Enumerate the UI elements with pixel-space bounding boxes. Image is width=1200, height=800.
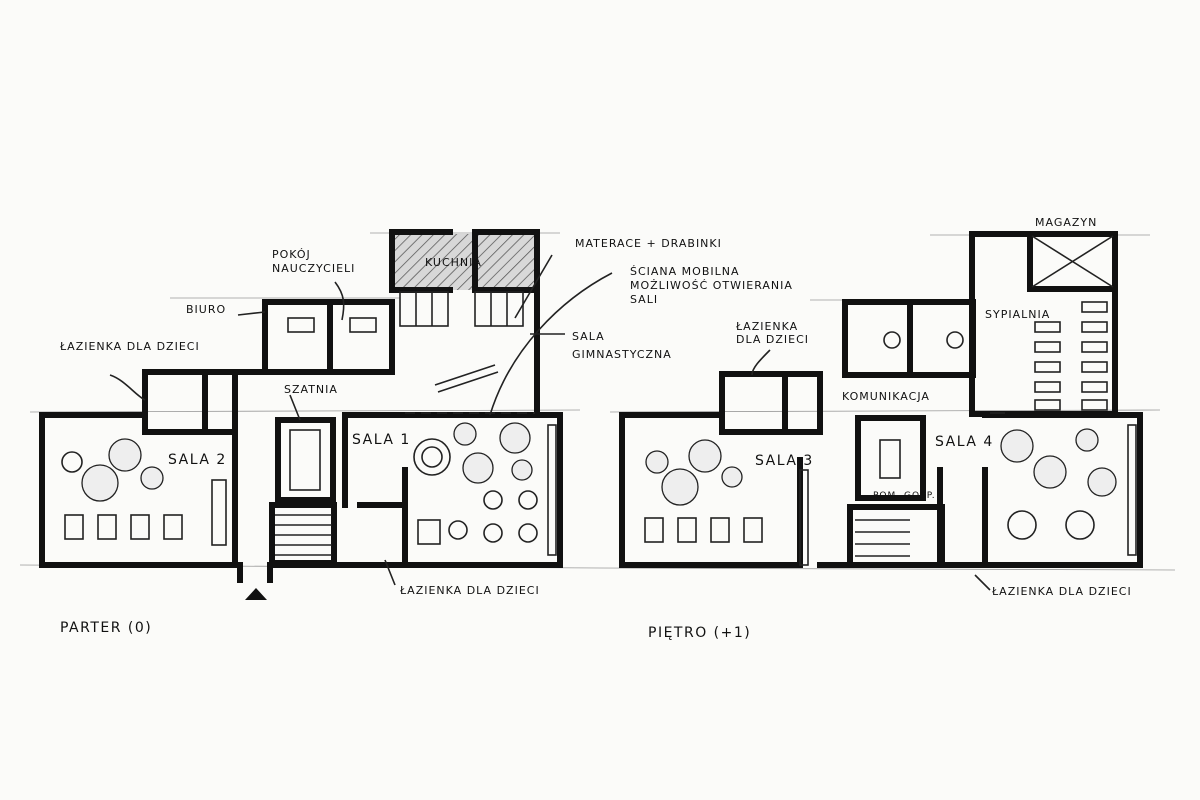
label-room2: SALA 2 — [168, 452, 227, 468]
label-cloakroom: SZATNIA — [284, 383, 338, 396]
furniture-sala2 — [61, 438, 183, 540]
label-room4: SALA 4 — [935, 434, 994, 450]
label-mobile-wall-2: MOŻLIWOŚĆ OTWIERANIA — [630, 279, 793, 292]
label-mobile-wall-3: SALI — [630, 293, 658, 306]
beds — [1034, 301, 1108, 411]
label-children-bathroom-bottom: ŁAZIENKA DLA DZIECI — [399, 584, 540, 597]
entrance-marker — [245, 588, 267, 600]
labels-first-floor: MAGAZYN SYPIALNIA ŁAZIENKA DLA DZIECI KO… — [648, 216, 1132, 641]
label-room1: SALA 1 — [352, 432, 411, 448]
furniture-sala1 — [413, 422, 538, 545]
ground-floor-title: PARTER (0) — [60, 620, 152, 636]
label-mobile-wall-1: ŚCIANA MOBILNA — [630, 265, 740, 278]
guide-lines — [19, 232, 1176, 571]
label-children-bathroom-top-1: ŁAZIENKA — [735, 320, 798, 333]
first-floor-plan — [619, 231, 1143, 591]
label-gym-2: GIMNASTYCZNA — [572, 348, 672, 361]
label-teachers-room-1: POKÓJ — [272, 248, 311, 261]
label-children-bathroom-top: ŁAZIENKA DLA DZIECI — [59, 340, 200, 353]
stairs — [275, 514, 332, 556]
label-children-bathroom-top-2: DLA DZIECI — [736, 333, 809, 346]
label-mats: MATERACE + DRABINKI — [575, 237, 722, 250]
furniture-sala3 — [644, 439, 763, 543]
label-storage: MAGAZYN — [1035, 216, 1097, 229]
furniture-sala4 — [1000, 428, 1117, 540]
label-room3: SALA 3 — [755, 453, 814, 469]
kitchen-hatch — [392, 234, 536, 290]
label-utility: POM. GOSP. — [873, 491, 936, 501]
label-children-bathroom-bottom: ŁAZIENKA DLA DZIECI — [991, 585, 1132, 598]
label-office: BIURO — [186, 303, 226, 316]
label-bedroom: SYPIALNIA — [985, 308, 1050, 321]
ground-floor-plan — [39, 229, 613, 600]
label-circulation: KOMUNIKACJA — [842, 390, 930, 403]
label-gym-1: SALA — [572, 330, 605, 343]
labels-ground-floor: POKÓJ NAUCZYCIELI BIURO ŁAZIENKA DLA DZI… — [59, 237, 793, 636]
label-kitchen: KUCHNIA — [425, 256, 482, 269]
label-teachers-room-2: NAUCZYCIELI — [272, 262, 355, 275]
first-floor-title: PIĘTRO (+1) — [648, 625, 751, 641]
